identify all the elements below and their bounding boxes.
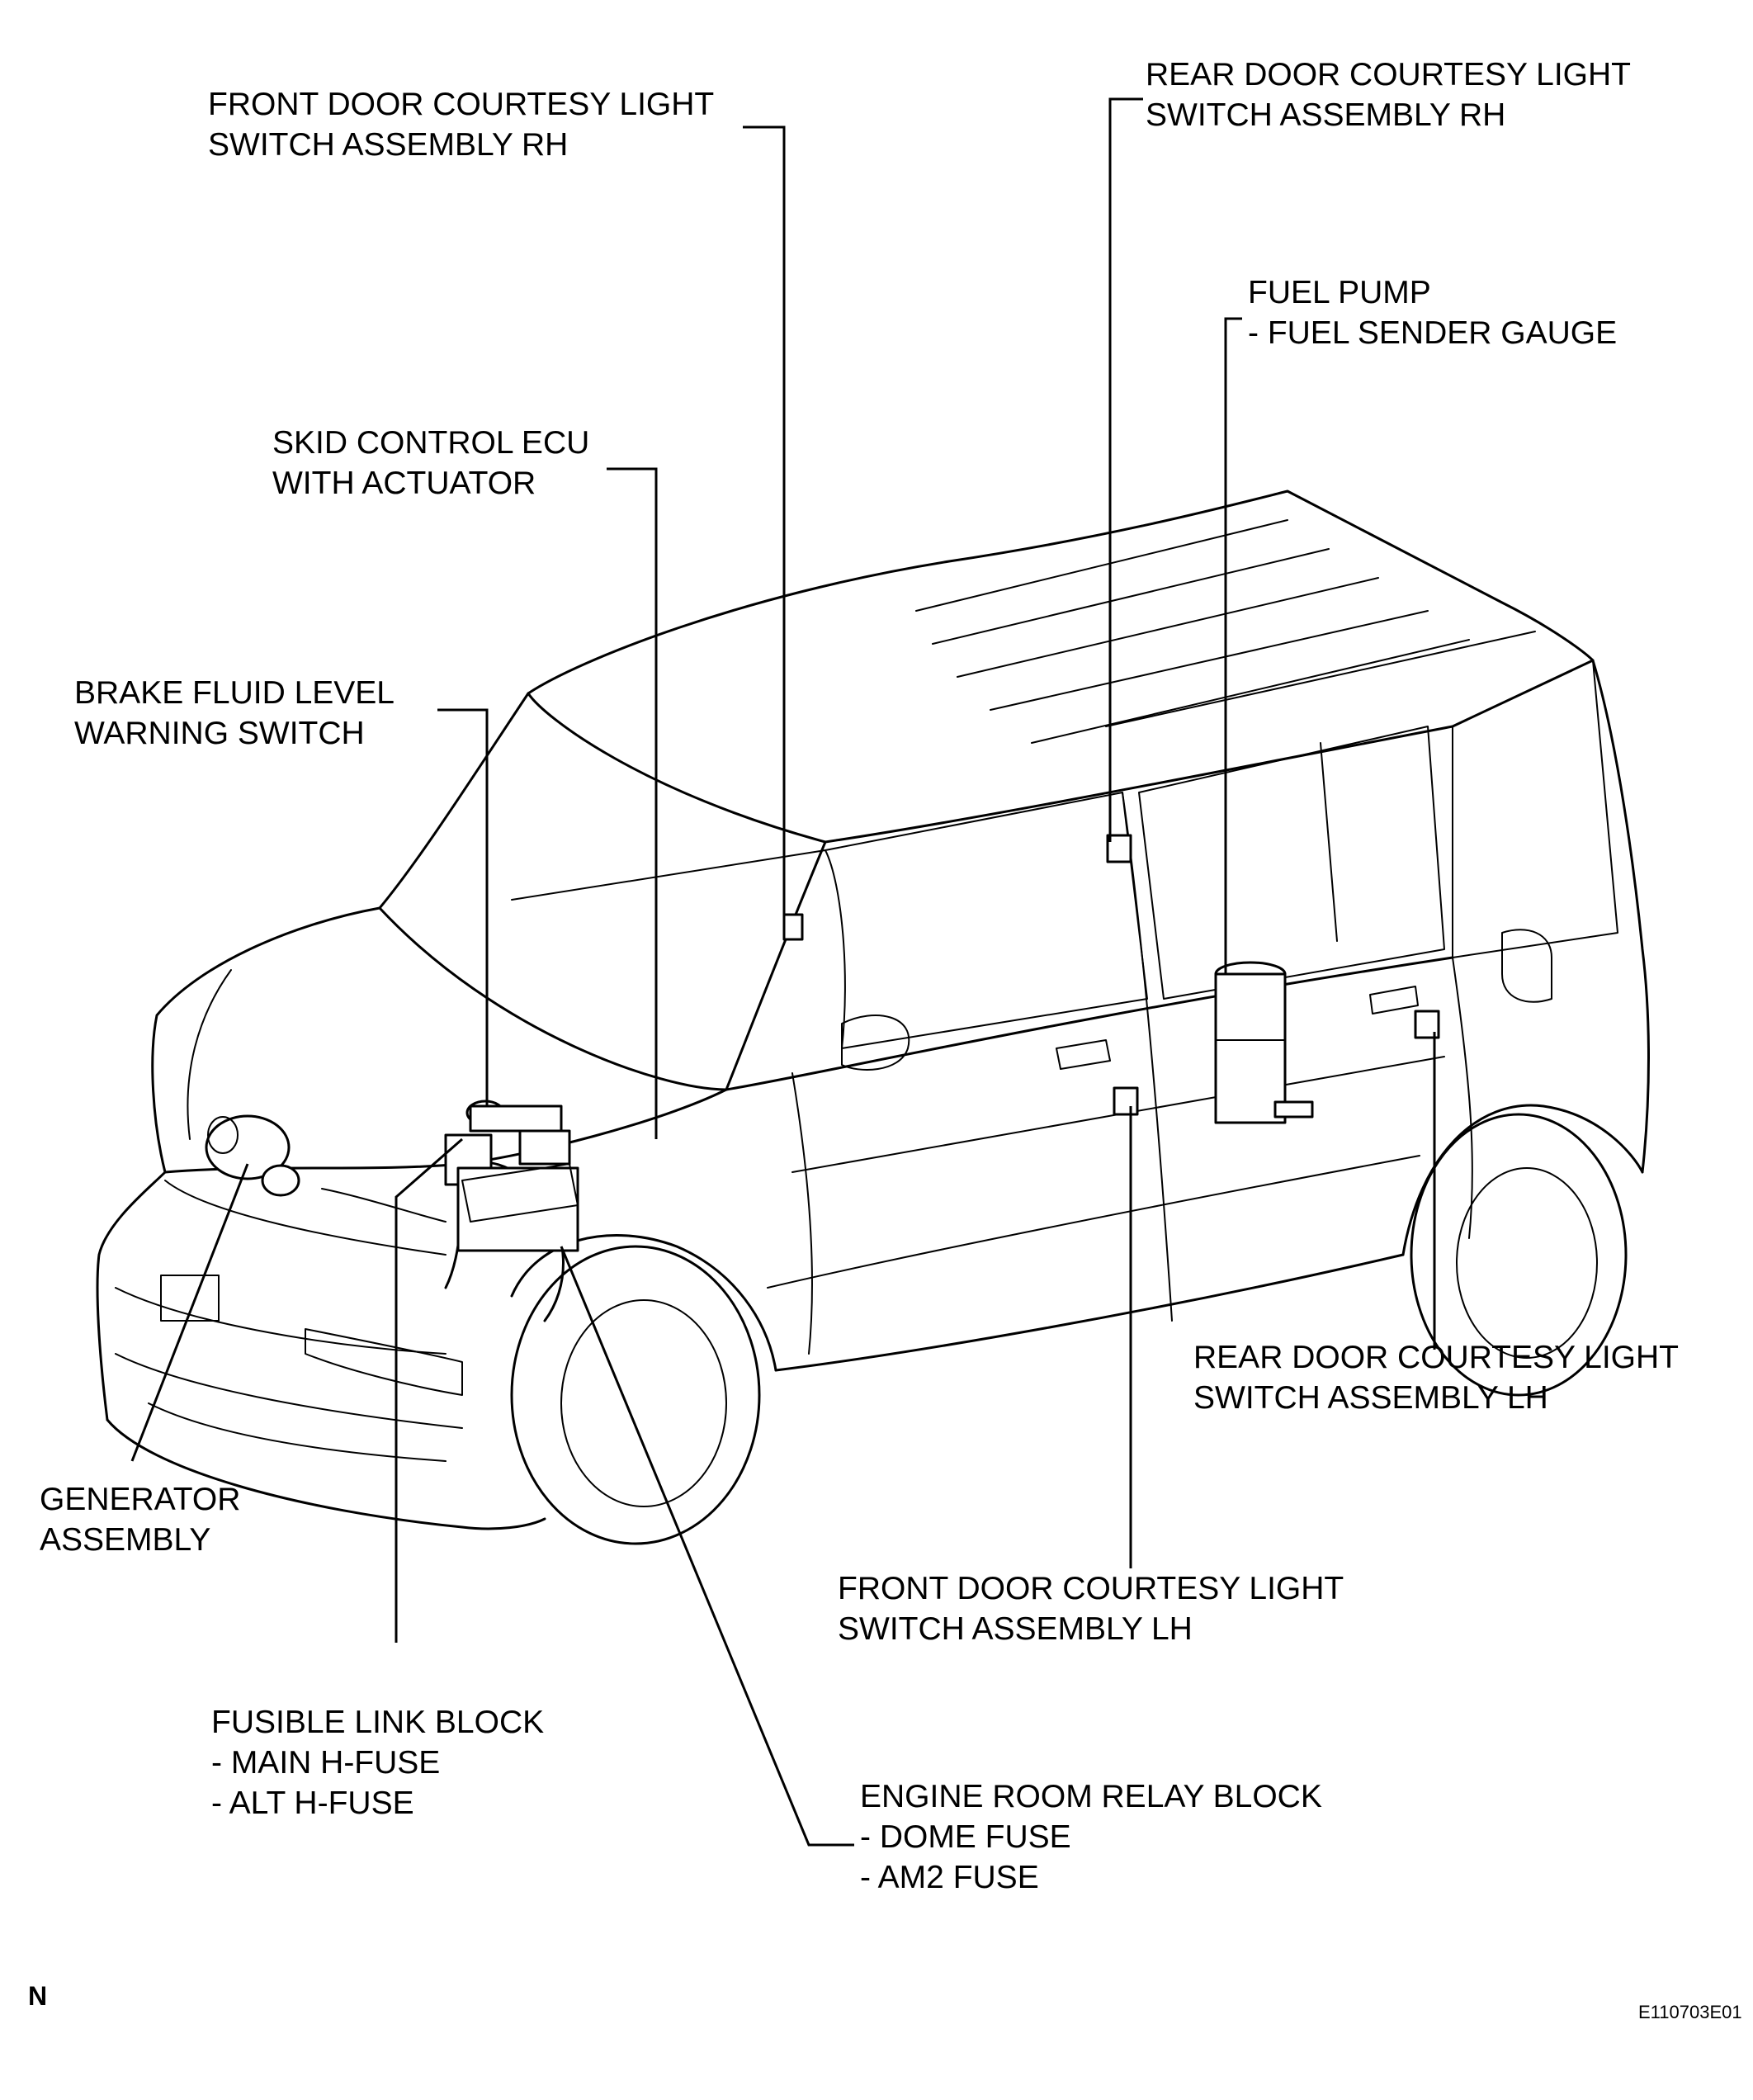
label-line: - MAIN H-FUSE <box>211 1745 441 1781</box>
label-front-door-courtesy-switch-rh: FRONT DOOR COURTESY LIGHT SWITCH ASSEMBL… <box>208 84 714 165</box>
label-line: REAR DOOR COURTESY LIGHT <box>1146 57 1631 92</box>
label-rear-door-courtesy-switch-rh: REAR DOOR COURTESY LIGHT SWITCH ASSEMBLY… <box>1146 54 1631 135</box>
label-generator-assembly: GENERATOR ASSEMBLY <box>40 1479 240 1560</box>
leader-fusible-link <box>395 1138 463 1643</box>
label-rear-door-courtesy-switch-lh: REAR DOOR COURTESY LIGHT SWITCH ASSEMBLY… <box>1193 1337 1679 1418</box>
label-line: FUEL PUMP <box>1248 275 1431 310</box>
label-line: SWITCH ASSEMBLY LH <box>838 1611 1193 1647</box>
label-brake-fluid-level-switch: BRAKE FLUID LEVEL WARNING SWITCH <box>74 673 395 754</box>
label-fuel-pump: FUEL PUMP - FUEL SENDER GAUGE <box>1248 272 1617 353</box>
label-engine-room-relay-block: ENGINE ROOM RELAY BLOCK - DOME FUSE - AM… <box>860 1776 1322 1898</box>
label-line: SWITCH ASSEMBLY LH <box>1193 1380 1548 1416</box>
label-line: FRONT DOOR COURTESY LIGHT <box>838 1571 1344 1606</box>
label-line: - AM2 FUSE <box>860 1860 1039 1895</box>
label-line: WARNING SWITCH <box>74 716 365 751</box>
label-line: WITH ACTUATOR <box>272 466 536 501</box>
leader-lines <box>130 97 1436 1847</box>
vehicle-outline <box>96 490 1650 1545</box>
corner-letter: N <box>28 1981 48 2011</box>
leader-engine-relay <box>560 1246 854 1847</box>
label-skid-control-ecu: SKID CONTROL ECU WITH ACTUATOR <box>272 423 589 504</box>
label-line: SWITCH ASSEMBLY RH <box>208 127 569 163</box>
label-line: - DOME FUSE <box>860 1819 1071 1855</box>
label-line: FRONT DOOR COURTESY LIGHT <box>208 87 715 122</box>
label-line: GENERATOR <box>40 1482 241 1517</box>
label-line: - FUEL SENDER GAUGE <box>1248 315 1618 351</box>
label-line: SKID CONTROL ECU <box>272 425 590 461</box>
leader-brake-fluid <box>437 708 489 1106</box>
leader-skid-control <box>607 467 658 1139</box>
label-line: SWITCH ASSEMBLY RH <box>1146 97 1506 133</box>
leader-front-door-rh <box>743 125 786 925</box>
figure-code: E110703E01 <box>1638 2002 1742 2022</box>
label-line: ENGINE ROOM RELAY BLOCK <box>860 1779 1322 1814</box>
label-line: BRAKE FLUID LEVEL <box>74 675 395 711</box>
leader-fuel-pump <box>1224 317 1242 974</box>
label-front-door-courtesy-switch-lh: FRONT DOOR COURTESY LIGHT SWITCH ASSEMBL… <box>838 1568 1344 1649</box>
leader-rear-door-rh <box>1108 97 1143 842</box>
label-line: ASSEMBLY <box>40 1522 211 1558</box>
label-line: - ALT H-FUSE <box>211 1785 414 1821</box>
label-line: REAR DOOR COURTESY LIGHT <box>1193 1340 1679 1375</box>
label-line: FUSIBLE LINK BLOCK <box>211 1705 545 1740</box>
label-fusible-link-block: FUSIBLE LINK BLOCK - MAIN H-FUSE - ALT H… <box>211 1702 544 1823</box>
leader-generator <box>130 1163 249 1462</box>
